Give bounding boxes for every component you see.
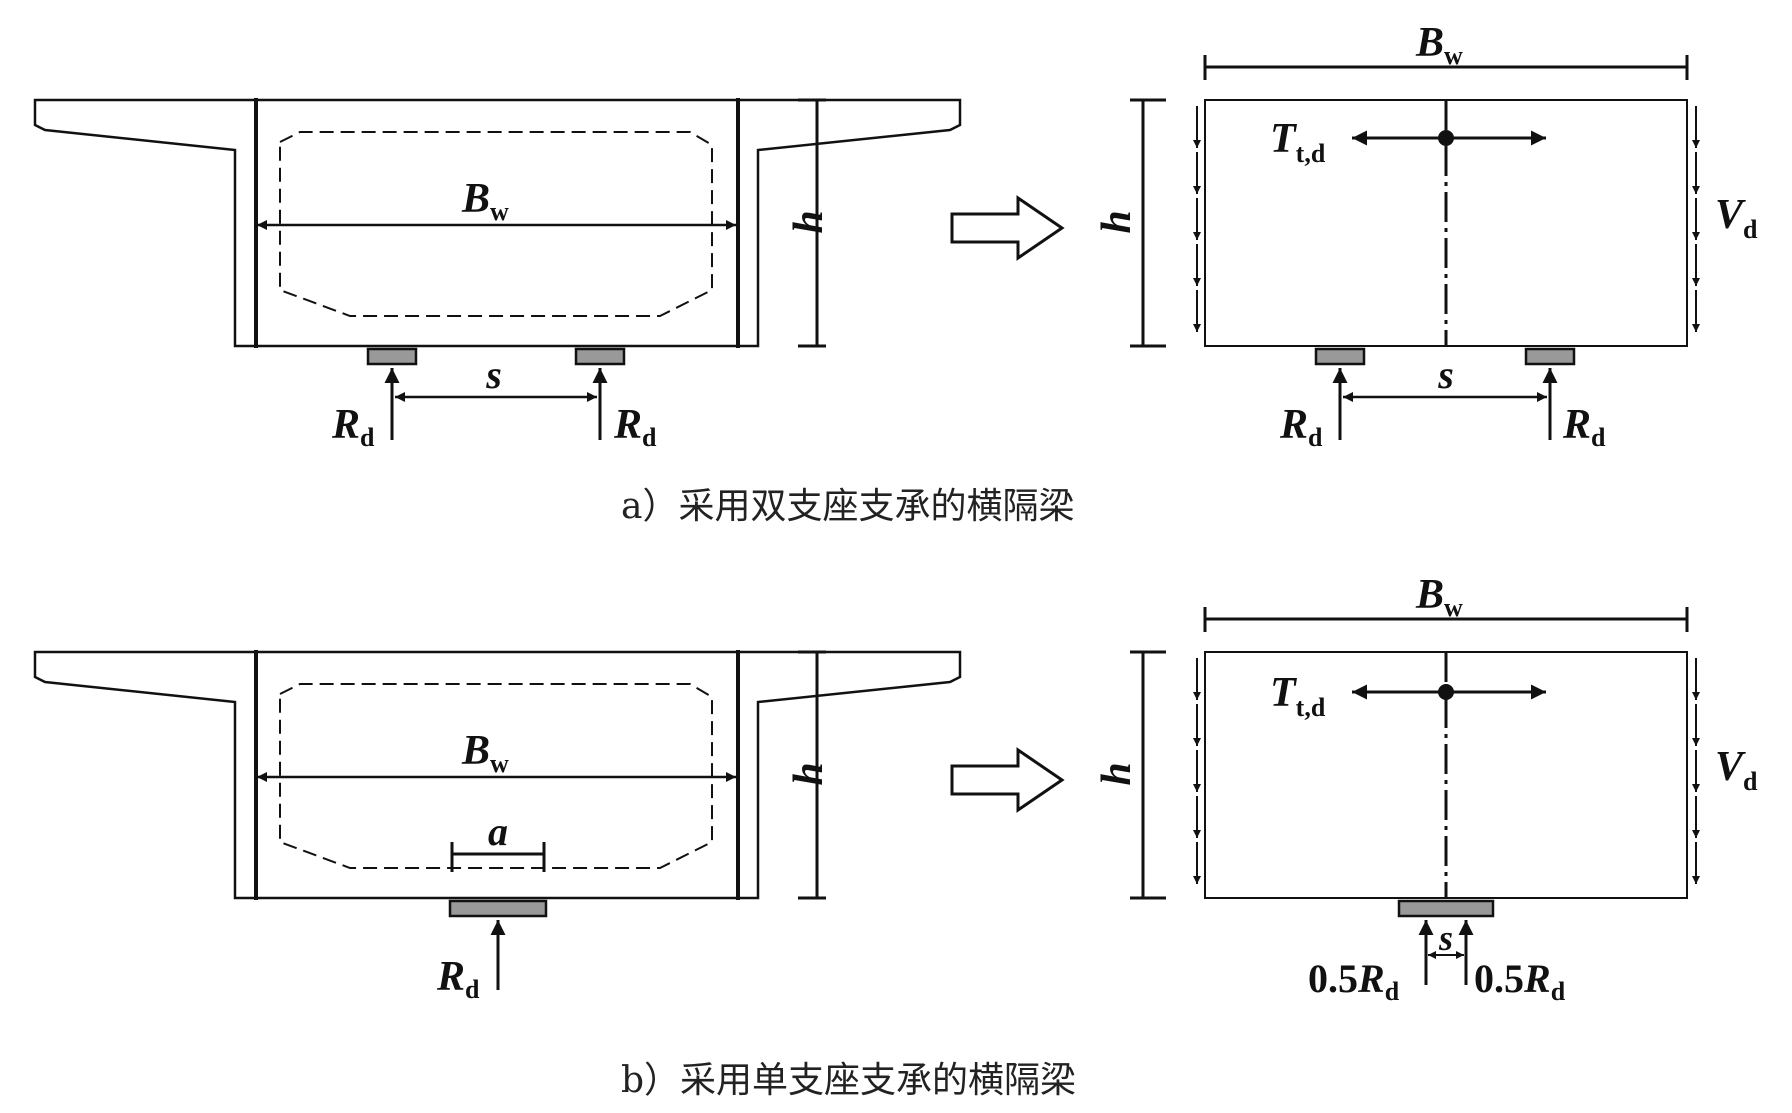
h-dimension-model-a: h	[1094, 98, 1166, 348]
half-rd-label-left-b: 0.5Rd	[1308, 956, 1400, 1006]
h-dimension-a: h	[786, 98, 832, 348]
bearing-left-a	[366, 347, 418, 366]
bw-dimension-b: Bw	[257, 728, 736, 782]
s-label-model-b: s	[1438, 918, 1453, 958]
bearing-model-b	[1397, 899, 1495, 918]
reaction-forces-model-b: s 0.5Rd 0.5Rd	[1308, 918, 1566, 1006]
rd-label-left-a: Rd	[331, 402, 375, 452]
transform-arrow-b	[950, 747, 1065, 813]
vd-label-b: Vd	[1715, 744, 1758, 796]
bearing-single-b	[448, 899, 548, 918]
bearing-right-a	[574, 347, 626, 366]
h-label-b: h	[786, 762, 832, 785]
bw-label-model-b: Bw	[1415, 572, 1463, 622]
reaction-forces-model-a: s Rd Rd	[1279, 352, 1606, 452]
s-label-a: s	[485, 352, 502, 397]
diaphragm-model-b: Tt,d Vd	[1193, 651, 1758, 899]
bw-label-a: Bw	[461, 176, 509, 226]
bw-dimension-a: Bw	[257, 176, 736, 230]
bw-label-model-a: Bw	[1415, 20, 1463, 70]
rd-label-left-model-a: Rd	[1279, 402, 1323, 452]
h-label-model-a: h	[1094, 210, 1140, 233]
panel-b: Bw h a Rd	[33, 572, 1758, 1101]
bearings-a	[366, 347, 626, 366]
panel-a: Bw h Rd Rd s	[33, 20, 1758, 527]
caption-a: a）采用双支座支承的横隔梁	[621, 486, 1074, 527]
h-label-a: h	[786, 210, 832, 233]
h-dimension-model-b: h	[1094, 650, 1166, 900]
ttd-label-a: Tt,d	[1270, 116, 1326, 168]
reaction-forces-a: Rd Rd	[331, 368, 657, 452]
a-dimension-b: a	[450, 809, 546, 872]
transform-arrow-a	[950, 195, 1065, 261]
tension-force-a: Tt,d	[1270, 116, 1546, 168]
s-dimension-a: s	[395, 352, 597, 402]
caption-b: b）采用单支座支承的横隔梁	[621, 1060, 1076, 1101]
box-girder-section-a	[33, 98, 962, 348]
rd-label-b: Rd	[436, 954, 480, 1004]
reaction-force-b: Rd	[436, 920, 506, 1004]
s-label-model-a: s	[1437, 352, 1454, 397]
h-label-model-b: h	[1094, 762, 1140, 785]
ttd-label-b: Tt,d	[1270, 670, 1326, 722]
bw-label-b: Bw	[461, 728, 509, 778]
a-label-b: a	[488, 809, 508, 854]
vd-label-a: Vd	[1715, 192, 1758, 244]
diaphragm-model-a: Tt,d Vd	[1193, 99, 1758, 347]
bearings-model-a	[1314, 347, 1576, 366]
bw-dimension-model-b: Bw	[1203, 572, 1689, 632]
bw-dimension-model-a: Bw	[1203, 20, 1689, 80]
box-girder-section-b	[33, 650, 962, 900]
tension-force-b: Tt,d	[1270, 670, 1546, 722]
rd-label-right-a: Rd	[613, 402, 657, 452]
h-dimension-b: h	[786, 650, 832, 900]
rd-label-right-model-a: Rd	[1562, 402, 1606, 452]
half-rd-label-right-b: 0.5Rd	[1474, 956, 1566, 1006]
